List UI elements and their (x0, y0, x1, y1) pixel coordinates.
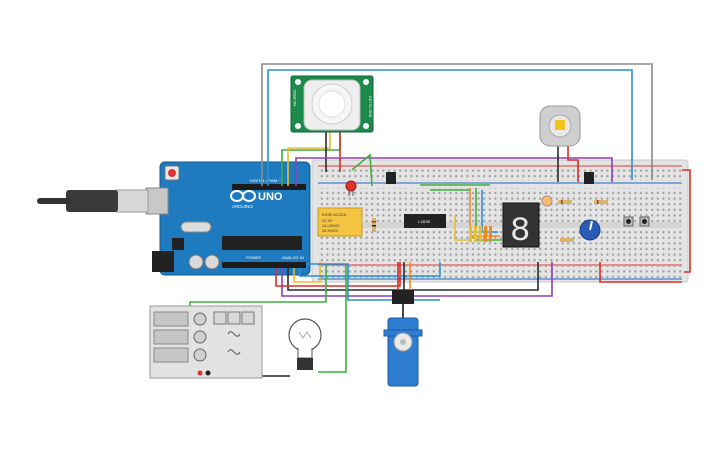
pir-right-text: OUT 5V GND (368, 96, 372, 118)
atmega-chip (222, 236, 302, 250)
crystal (180, 221, 212, 233)
power-label: POWER (246, 255, 261, 260)
pir-sensor[interactable]: HC-SR501 OUT 5V GND (290, 75, 374, 133)
light-bulb[interactable] (288, 318, 322, 370)
arduino-uno-board[interactable]: UNO ARDUINO DIGITAL (PWM ~) POWER ANALOG… (145, 161, 311, 276)
display-1 (153, 311, 189, 327)
capacitor (204, 254, 220, 270)
resistor[interactable] (372, 218, 376, 232)
ic-label: L293D (418, 221, 431, 225)
usb-cable[interactable] (37, 189, 149, 213)
arduino-logo-icon (230, 190, 256, 202)
arduino-text: ARDUINO (232, 204, 253, 209)
push-button[interactable] (623, 216, 634, 227)
analog-label: ANALOG IN (282, 255, 304, 260)
function-generator[interactable] (149, 305, 263, 379)
servo-motor[interactable] (383, 290, 423, 387)
wave-icon (227, 349, 241, 355)
small-chip (172, 238, 184, 250)
pir-left-text: HC-SR501 (293, 89, 297, 106)
uno-label: UNO (258, 191, 283, 203)
potentiometer[interactable] (579, 219, 601, 241)
wave-icon (227, 331, 241, 337)
digital-label: DIGITAL (PWM ~) (250, 178, 283, 183)
transistor-2[interactable] (584, 172, 594, 184)
knob-1 (193, 312, 207, 326)
power-analog-header (222, 262, 306, 268)
relay-line1: KS2E-M-DC5 (322, 212, 347, 217)
power-jack (152, 251, 174, 272)
relay[interactable]: KS2E-M-DC5 DC 5V 1A 125VAC 2A 30VDC (317, 207, 363, 237)
capacitor (188, 254, 204, 270)
resistor[interactable] (469, 226, 492, 242)
photoresistor[interactable] (541, 195, 553, 207)
led-red[interactable] (345, 180, 357, 196)
knob-2 (193, 330, 207, 344)
relay-line2: DC 5V (322, 219, 333, 223)
seven-segment-display[interactable]: 8 (502, 202, 540, 251)
resistor[interactable] (594, 200, 608, 204)
dc-motor[interactable] (539, 105, 581, 147)
display-3 (153, 347, 189, 363)
square-wave-button (213, 311, 227, 325)
push-button[interactable] (639, 216, 650, 227)
digital-header (232, 184, 306, 190)
resistor[interactable] (560, 238, 574, 242)
relay-line4: 2A 30VDC (322, 229, 339, 233)
ic-chip[interactable]: L293D (404, 214, 446, 228)
resistor[interactable] (558, 200, 572, 204)
relay-line3: 1A 125VAC (322, 224, 340, 228)
transistor-1[interactable] (386, 172, 396, 184)
breadboard[interactable] (311, 159, 689, 283)
usb-port (145, 187, 169, 215)
sine-wave-button (241, 311, 255, 325)
triangle-wave-button (227, 311, 241, 325)
segment-digit: 8 (510, 213, 530, 251)
knob-3 (193, 348, 207, 362)
display-2 (153, 329, 189, 345)
